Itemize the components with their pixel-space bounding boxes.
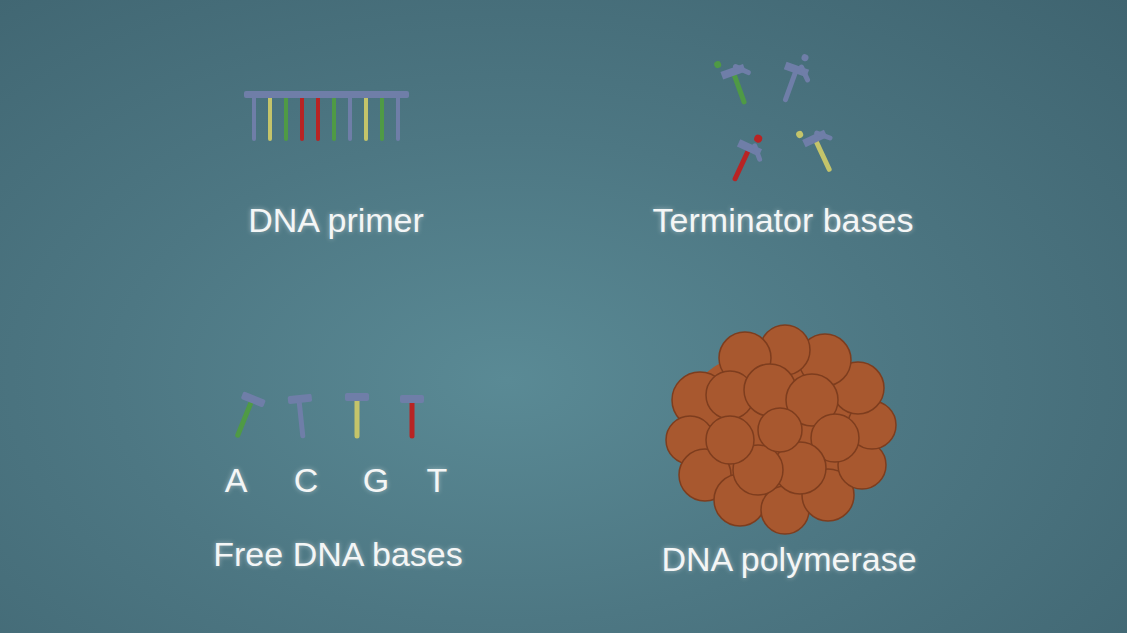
terminator-bases-figure xyxy=(713,49,842,185)
part-label: DNA polymerase xyxy=(661,540,916,579)
dna-primer-figure xyxy=(244,91,409,139)
free-bases-figure xyxy=(228,391,424,440)
part-label: DNA primer xyxy=(248,201,424,240)
part-label: C xyxy=(294,461,319,500)
part-label: Terminator bases xyxy=(653,201,914,240)
part-label: A xyxy=(225,461,248,500)
part-label: Free DNA bases xyxy=(213,535,462,574)
part-label: T xyxy=(427,461,448,500)
dna-polymerase-figure xyxy=(666,325,896,534)
part-label: G xyxy=(363,461,389,500)
